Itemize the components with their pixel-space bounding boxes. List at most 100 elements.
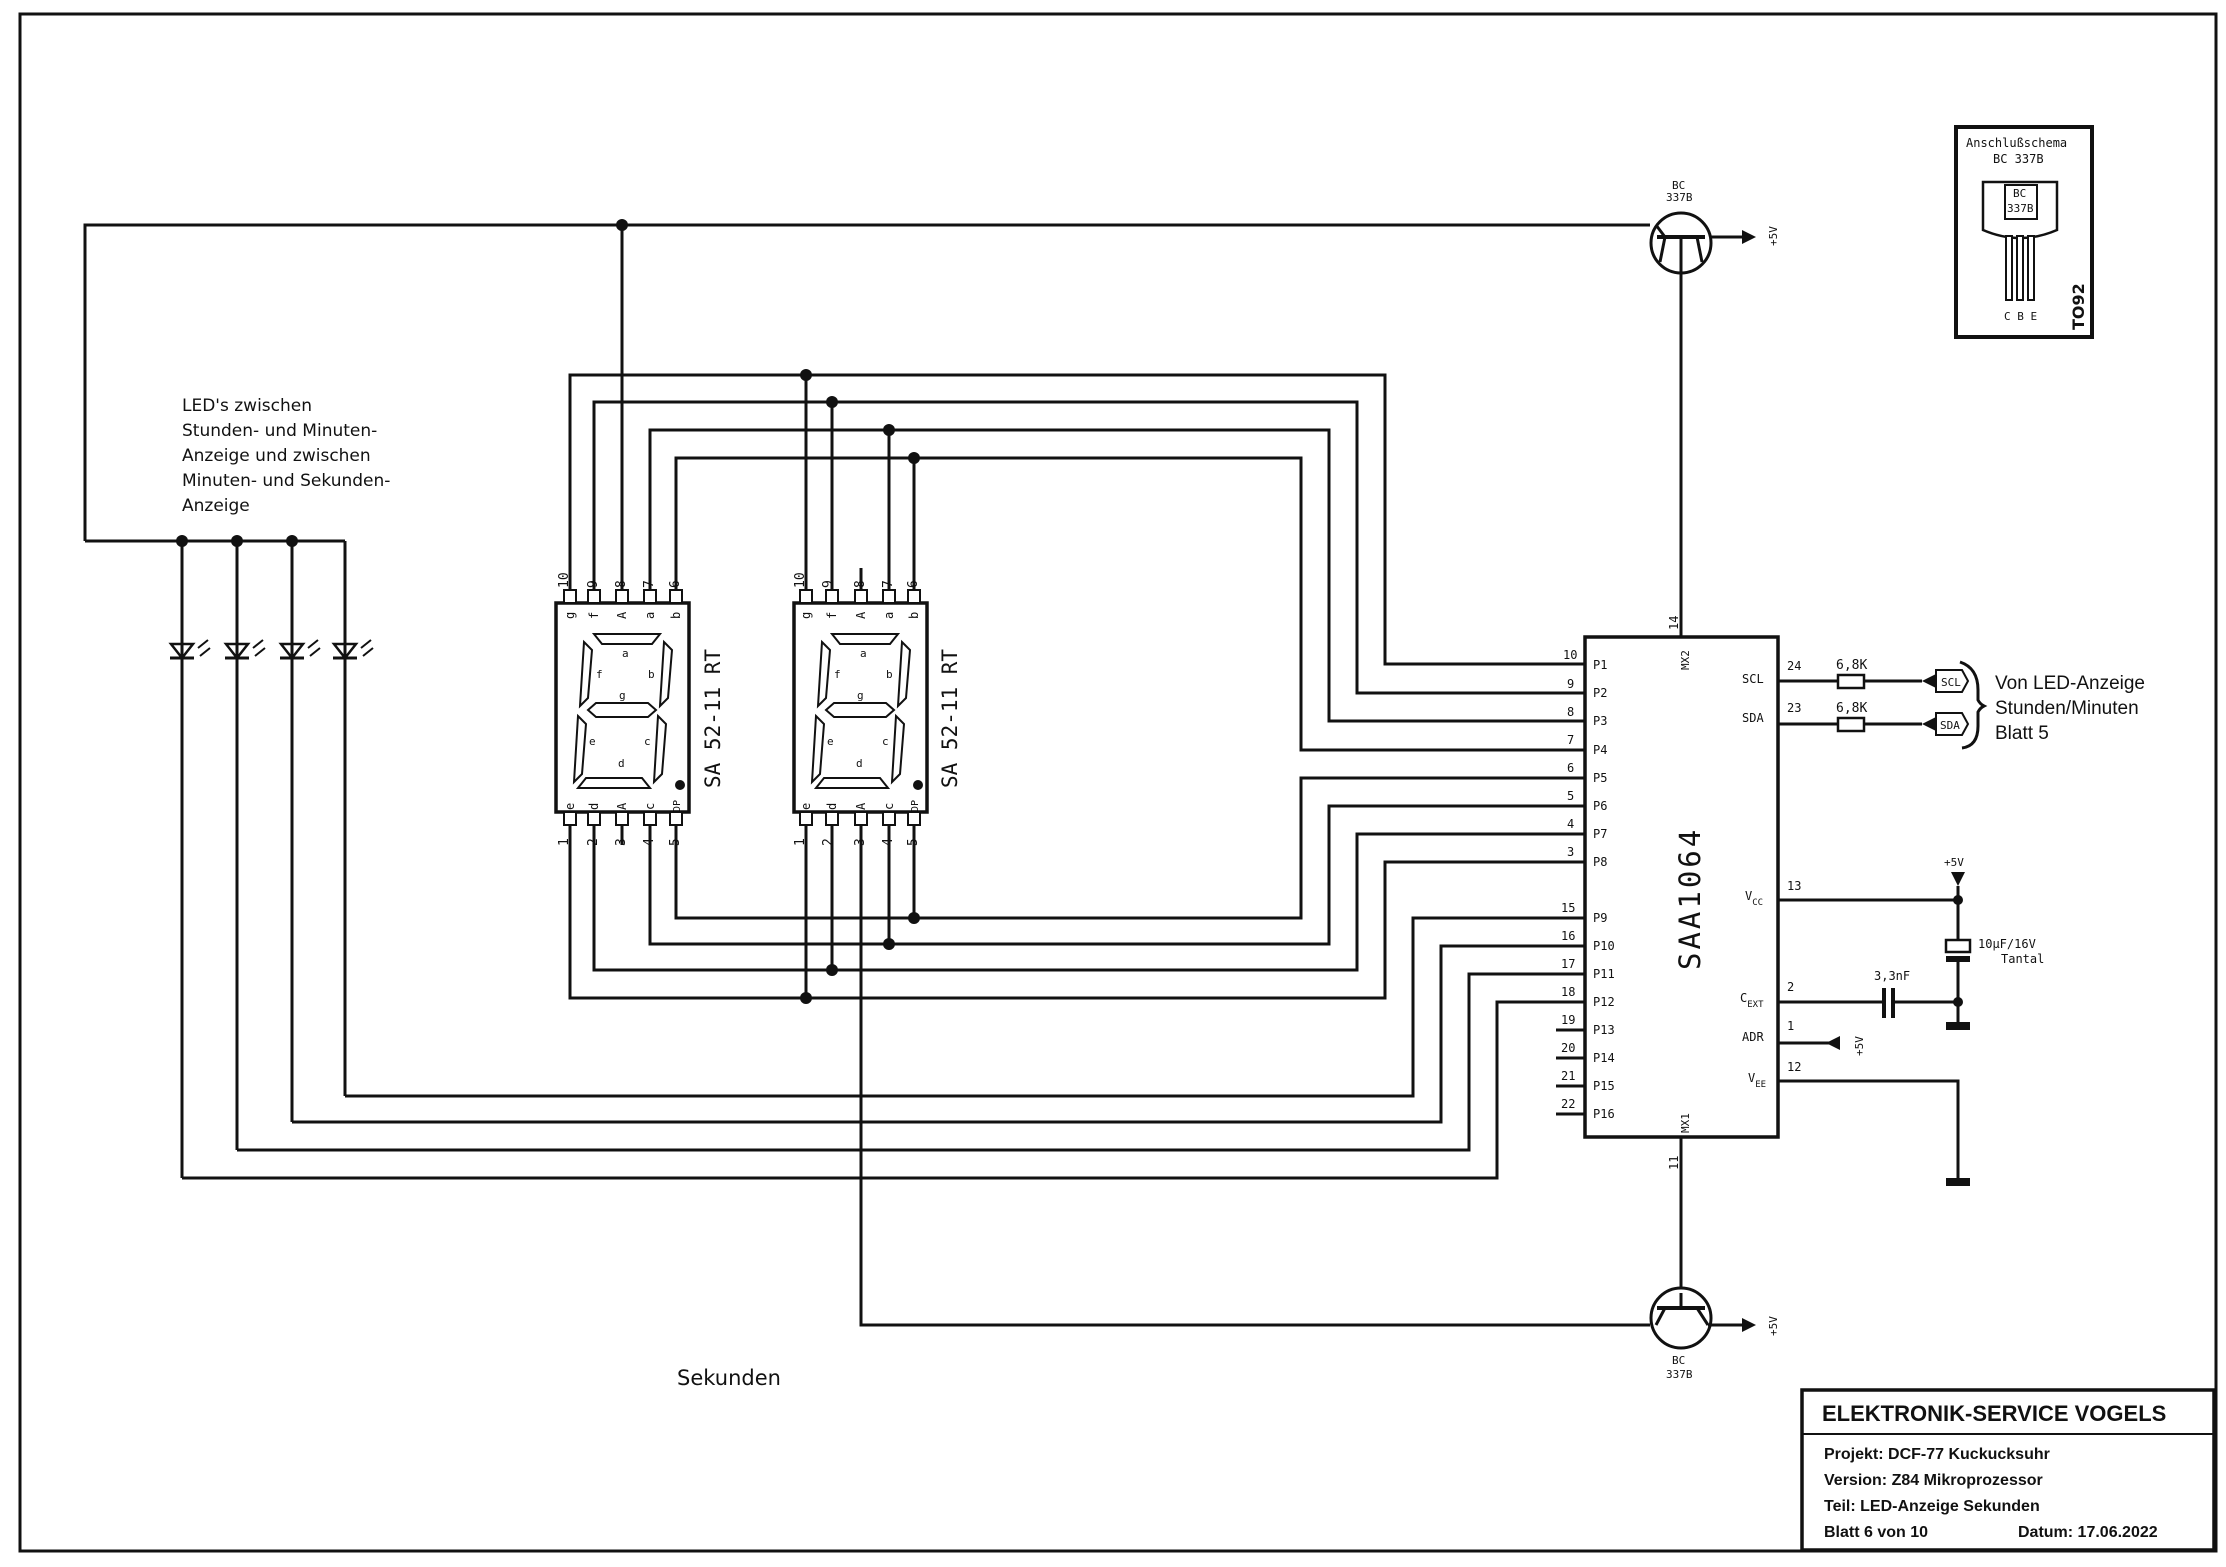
arrow-sda xyxy=(1922,717,1936,731)
segment-letter: f xyxy=(596,668,603,681)
bus-label-scl: SCL xyxy=(1941,676,1961,689)
pin-letter: e xyxy=(799,803,813,810)
pin-label: MX1 xyxy=(1679,1113,1692,1133)
pin-label: P11 xyxy=(1593,967,1615,981)
segment-letter: f xyxy=(834,668,841,681)
title-version: Version: Z84 Mikroprozessor xyxy=(1824,1472,2043,1489)
pin-number: 4 xyxy=(642,838,657,846)
pin-label: P10 xyxy=(1593,939,1615,953)
pin-number: 2 xyxy=(821,838,836,846)
power-section: +5V 10µF/16V Tantal 3,3nF +5V xyxy=(1778,856,2044,1186)
pin-number: 1 xyxy=(793,838,808,846)
pin-letter: A xyxy=(854,611,868,619)
pin-label-sub: EXT xyxy=(1747,1000,1764,1010)
pin-letter: f xyxy=(587,612,601,619)
pin-letter: DP xyxy=(910,800,921,812)
pin-label: P2 xyxy=(1593,686,1607,700)
pinout-box: Anschlußschema BC 337B BC 337B C B E TO9… xyxy=(1954,125,2094,339)
segment-letter: d xyxy=(856,757,863,770)
pin-letter: DP xyxy=(672,800,683,812)
pin-number: 23 xyxy=(1787,701,1801,715)
pin-number: 21 xyxy=(1561,1069,1575,1083)
title-project: Projekt: DCF-77 Kuckucksuhr xyxy=(1824,1446,2050,1463)
transistor-bottom: +5V BC 337B xyxy=(1649,1286,1780,1381)
pin-label: P12 xyxy=(1593,995,1615,1009)
supply-label: +5V xyxy=(1944,856,1964,869)
pin-number: 24 xyxy=(1787,659,1801,673)
pin-number: 17 xyxy=(1561,957,1575,971)
pin-label-main: C xyxy=(1740,991,1747,1005)
pin-label: P8 xyxy=(1593,855,1607,869)
pin-number: 11 xyxy=(1667,1156,1681,1170)
title-date: Datum: 17.06.2022 xyxy=(2018,1524,2158,1541)
bus-label-sda: SDA xyxy=(1940,719,1960,732)
pin-number: 10 xyxy=(1563,648,1577,662)
pin-number: 8 xyxy=(614,580,629,588)
pin-label: P3 xyxy=(1593,714,1607,728)
pinout-title: BC 337B xyxy=(1993,152,2044,166)
led-1 xyxy=(168,541,211,1178)
ic-name: SAA1064 xyxy=(1673,827,1707,970)
pinout-pin-letters: C B E xyxy=(2004,310,2037,323)
transistor-label: BC xyxy=(1672,1354,1685,1367)
segment-letter: a xyxy=(622,647,629,660)
supply-label: +5V xyxy=(1853,1036,1866,1056)
drawing-border xyxy=(18,12,2218,1553)
supply-arrow xyxy=(1742,230,1756,244)
led-return-wires xyxy=(182,916,1585,1180)
pin-label: CEXT xyxy=(1740,991,1764,1010)
pin-label: SDA xyxy=(1742,711,1764,725)
segment-letter: d xyxy=(618,757,625,770)
pin-letter: b xyxy=(669,612,683,619)
transistor-label: BC xyxy=(1672,179,1685,192)
seven-segment-1: a f b g e c d xyxy=(572,633,685,790)
ground-symbol xyxy=(1946,1178,1970,1186)
pin-letter: e xyxy=(563,803,577,810)
pin-number: 4 xyxy=(881,838,896,846)
segment-letter: a xyxy=(860,647,867,660)
wires-top xyxy=(83,219,1650,590)
segment-letter: e xyxy=(589,735,596,748)
pin-label: P13 xyxy=(1593,1023,1615,1037)
pin-number: 10 xyxy=(793,572,808,588)
display-2-bottom-pins: 1 2 3 4 5 e d A c DP xyxy=(793,800,921,846)
note-line: Anzeige xyxy=(182,496,250,516)
segment-letter: b xyxy=(886,668,893,681)
led-group xyxy=(168,535,374,1178)
tantalum-capacitor: 10µF/16V Tantal xyxy=(1944,937,2044,1020)
cap-value: 10µF/16V xyxy=(1978,937,2036,951)
pin-label: P1 xyxy=(1593,658,1607,672)
pin-letter: c xyxy=(643,803,657,810)
pin-number: 2 xyxy=(586,838,601,846)
pin-number: 7 xyxy=(1567,733,1574,747)
adr-arrow xyxy=(1826,1036,1840,1050)
led-3 xyxy=(278,541,321,1122)
pin-number: 5 xyxy=(906,838,921,846)
pin-number: 15 xyxy=(1561,901,1575,915)
resistor-value: 6,8K xyxy=(1836,658,1867,673)
pin-letter: d xyxy=(825,803,839,810)
cap-value: Tantal xyxy=(2001,952,2044,966)
pin-number: 8 xyxy=(853,580,868,588)
pin-letter: b xyxy=(907,612,921,619)
pin-letter: a xyxy=(882,612,896,619)
segment-bus-bottom xyxy=(568,776,1650,1327)
pin-letter: g xyxy=(563,612,577,619)
pin-label: P15 xyxy=(1593,1079,1615,1093)
pin-number: 2 xyxy=(1787,980,1794,994)
pin-letter: f xyxy=(825,612,839,619)
supply-label: +5V xyxy=(1767,226,1780,246)
title-company: ELEKTRONIK-SERVICE VOGELS xyxy=(1822,1401,2166,1426)
pin-number: 6 xyxy=(1567,761,1574,775)
display-minutes-units: 10 9 8 7 6 g f A a b 1 2 3 4 5 e d A c D… xyxy=(792,572,962,846)
pin-label: ADR xyxy=(1742,1030,1764,1044)
segment-letter: c xyxy=(882,735,889,748)
display-part-number: SA 52-11 RT xyxy=(701,649,725,788)
led-4 xyxy=(331,541,374,1096)
cext-capacitor: 3,3nF xyxy=(1874,969,1910,1018)
bus-source-line: Stunden/Minuten xyxy=(1995,698,2139,719)
display-2-top-pins: 10 9 8 7 6 g f A a b xyxy=(793,572,921,619)
transistor-top: +5V BC 337B xyxy=(1649,179,1780,275)
pin-number: 1 xyxy=(557,838,572,846)
supply-arrow xyxy=(1742,1318,1756,1332)
